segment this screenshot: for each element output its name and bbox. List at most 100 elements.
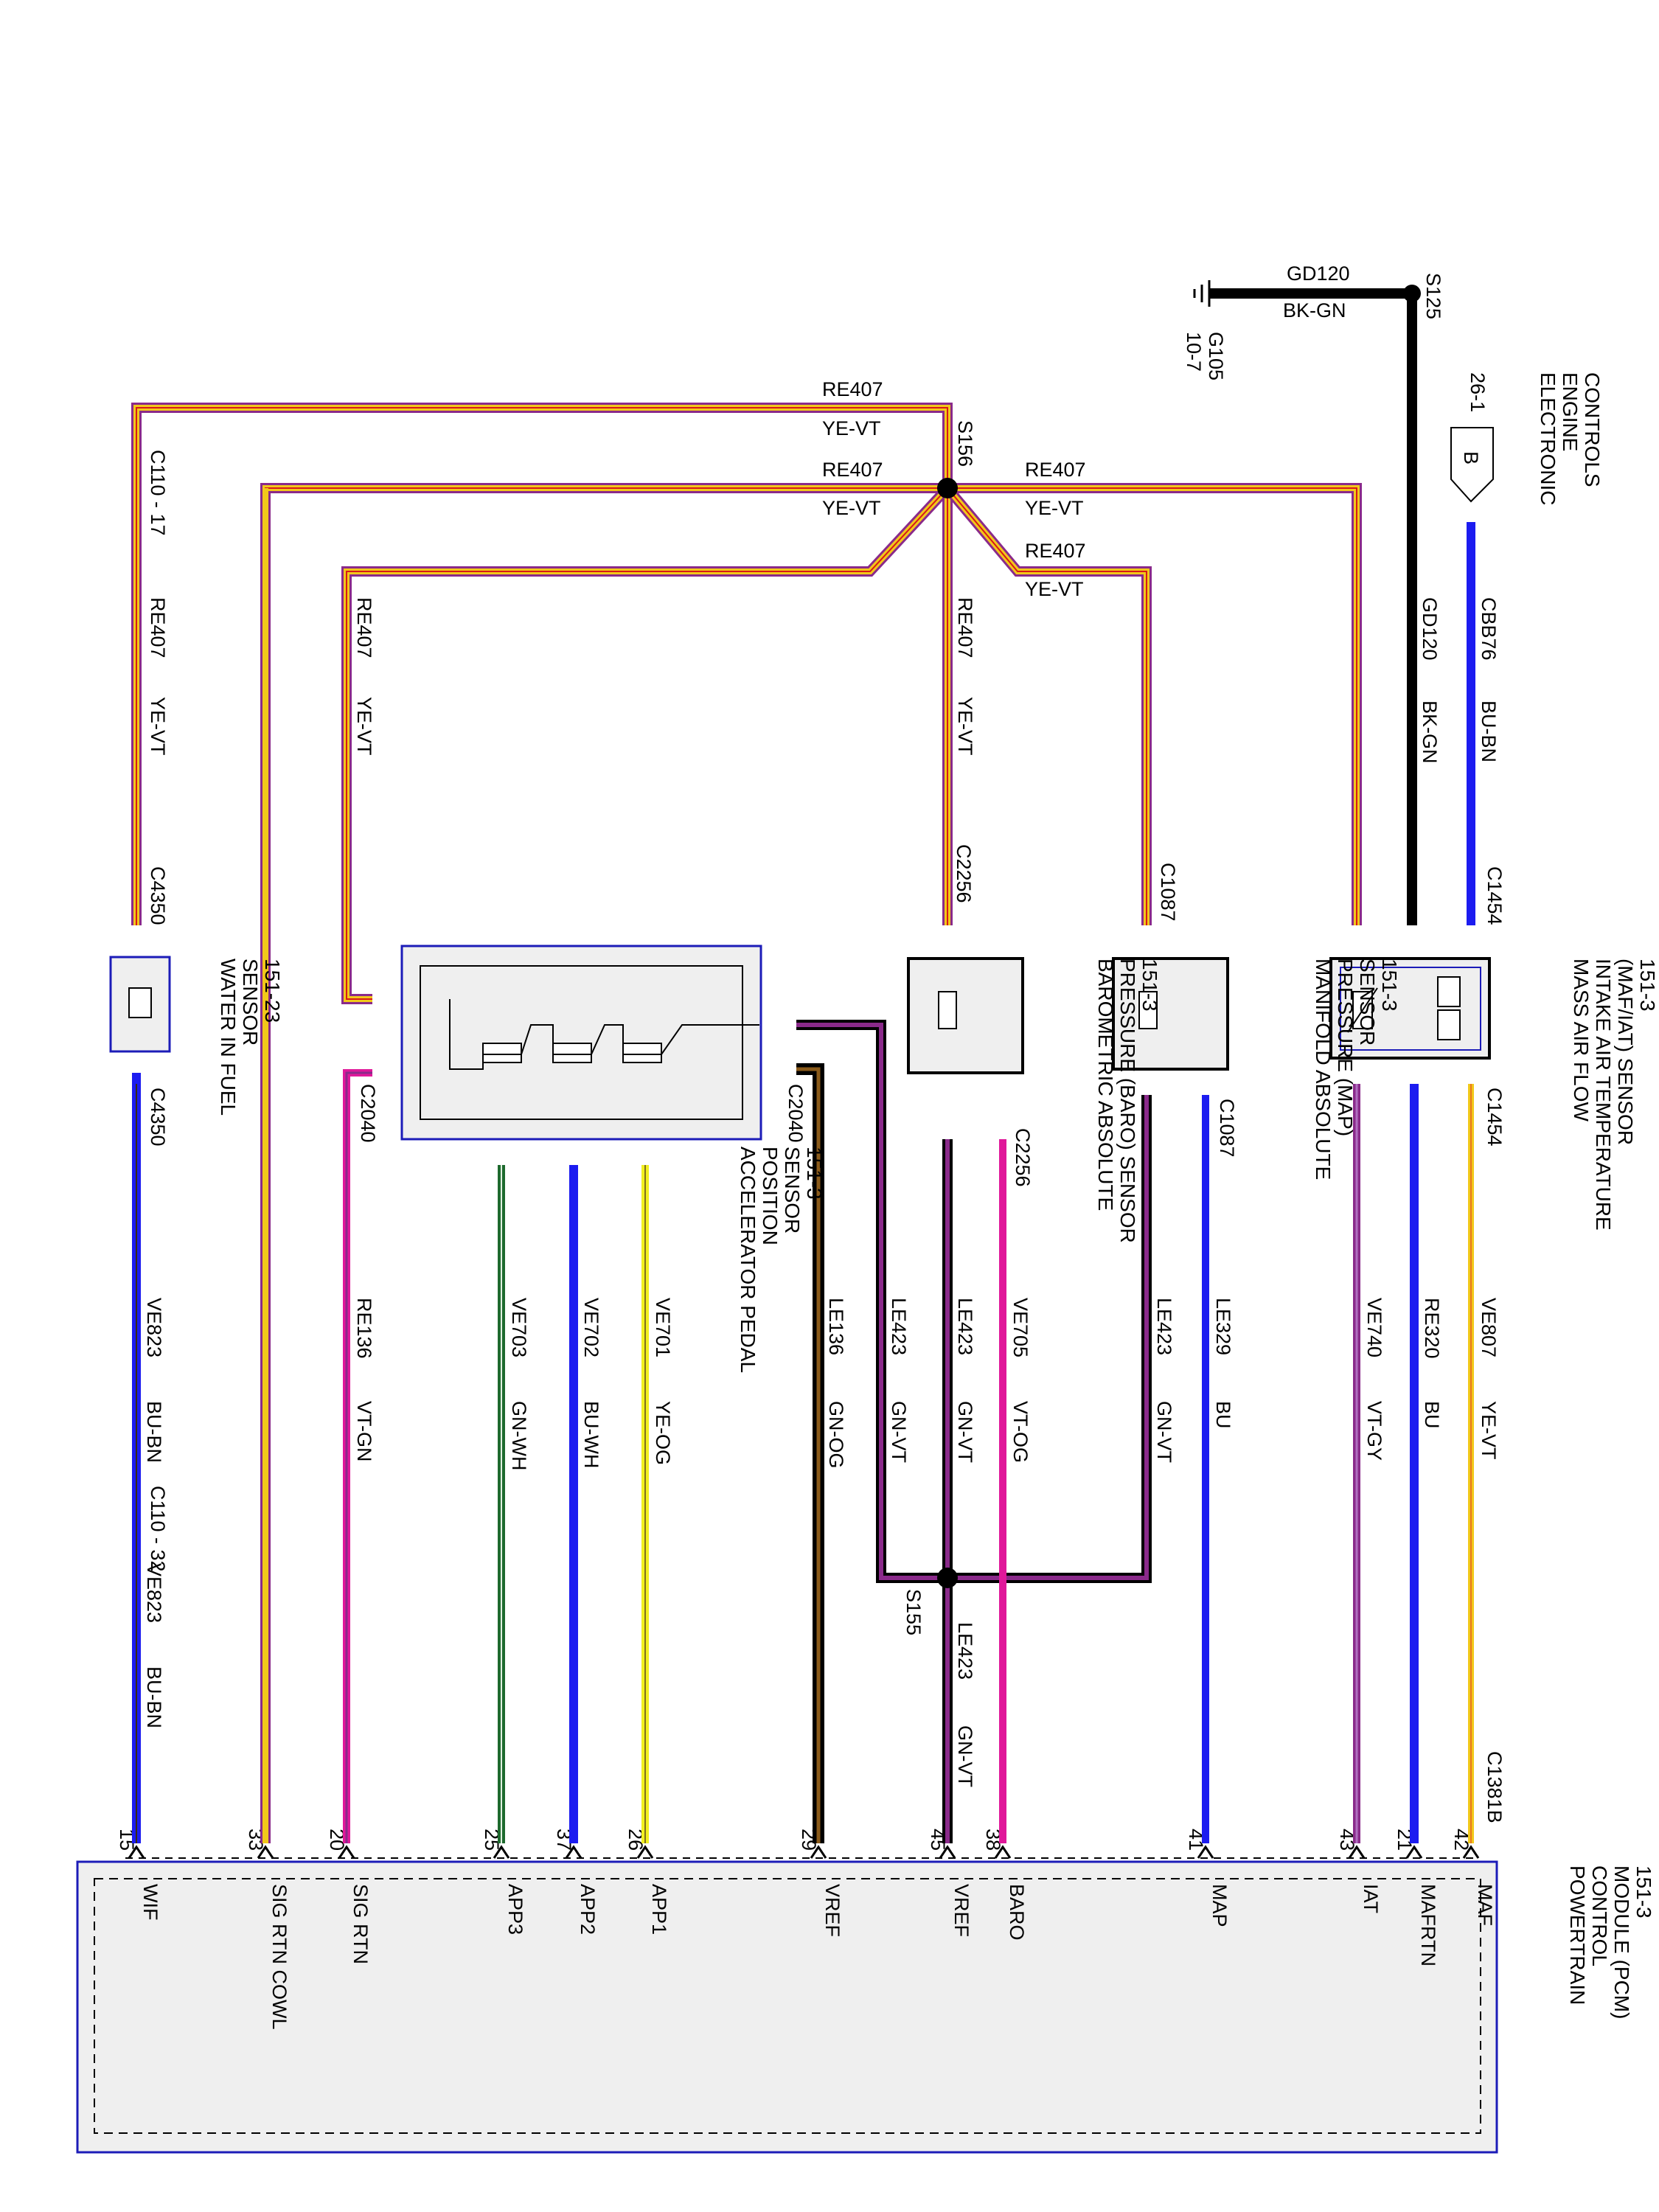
pin-26-arrow-icon (636, 1845, 654, 1859)
splice-s155-label: S155 (902, 1589, 925, 1635)
pin-20-signal: SIG RTN (349, 1884, 372, 1964)
pcm-title: POWERTRAIN CONTROL MODULE (PCM) 151-3 (1566, 1865, 1655, 2025)
pin-43-arrow-icon (1348, 1845, 1366, 1859)
maf-label: MASS AIR FLOW INTAKE AIR TEMPERATURE (MA… (1570, 959, 1659, 1237)
le423-app-color: GN-VT (888, 1401, 910, 1463)
pin-37-signal: APP2 (577, 1884, 599, 1935)
pcm-connector-label: C1381B (1484, 1751, 1506, 1823)
cbb76-color: BU-BN (1478, 700, 1500, 762)
le423-map-circuit: LE423 (1153, 1298, 1175, 1355)
re407-top-color: YE-VT (822, 417, 881, 439)
baro-label: BAROMETRIC ABSOLUTE PRESSURE (BARO) SENS… (1094, 959, 1161, 1249)
gd120-top-circuit: GD120 (1287, 262, 1350, 285)
le423-pcm-color: GN-VT (954, 1725, 976, 1787)
re407-map-circuit: RE407 (1025, 540, 1086, 562)
pin-29-arrow-icon (810, 1845, 827, 1859)
eec-letter: B (1460, 451, 1482, 465)
re320-color: BU (1421, 1401, 1443, 1429)
ve702-color: BU-WH (580, 1401, 602, 1468)
pin-41-signal: MAP (1208, 1884, 1231, 1927)
re407-right-color: YE-VT (1025, 497, 1084, 519)
re407-right-circuit: RE407 (1025, 459, 1086, 481)
le136-circuit: LE136 (825, 1298, 847, 1355)
baro-connector-bottom: C2256 (1012, 1128, 1034, 1187)
app-label: ACCELERATOR PEDAL POSITION SENSOR 151-3 (737, 1147, 826, 1378)
pin-41-arrow-icon (1197, 1845, 1214, 1859)
re320-circuit: RE320 (1421, 1298, 1443, 1359)
re407-mid-color: YE-VT (822, 497, 881, 519)
ground-ref: 10-7 (1183, 332, 1205, 372)
ve705-color: VT-OG (1009, 1401, 1032, 1463)
le423-app-circuit: LE423 (888, 1298, 910, 1355)
maf-connector-bottom: C1454 (1484, 1088, 1506, 1147)
pin-25-signal: APP3 (504, 1884, 526, 1935)
ve807-circuit: VE807 (1478, 1298, 1500, 1357)
re136-circuit: RE136 (353, 1298, 375, 1359)
pin-25-arrow-icon (493, 1845, 510, 1859)
ve740-circuit: VE740 (1363, 1298, 1385, 1357)
le329-color: BU (1212, 1401, 1234, 1429)
ve740-color: VT-GY (1363, 1401, 1385, 1461)
le329-circuit: LE329 (1212, 1298, 1234, 1355)
ve823-color: BU-BN (143, 1401, 165, 1463)
le423-map-color: GN-VT (1153, 1401, 1175, 1463)
pin-20-arrow-icon (338, 1845, 355, 1859)
re136-color: VT-GN (353, 1401, 375, 1462)
baro-connector-top: C2256 (953, 844, 975, 903)
re407-wif-color: YE-VT (147, 697, 169, 756)
ve823-lower-circuit: VE823 (143, 1563, 165, 1623)
wif-connector-bottom: C4350 (147, 1088, 169, 1147)
eec-ref: 26-1 (1467, 372, 1489, 412)
app-resistor-icons (449, 999, 759, 1070)
splice-s155 (937, 1568, 958, 1588)
ve701-circuit: VE701 (652, 1298, 674, 1357)
eec-connector-icon (1450, 427, 1494, 503)
map-connector-bottom: C1087 (1216, 1099, 1238, 1158)
pin-45-arrow-icon (939, 1845, 956, 1859)
pin-37-arrow-icon (565, 1845, 582, 1859)
gd120-vert-color: BK-GN (1419, 700, 1441, 764)
re407-top-circuit: RE407 (822, 378, 883, 400)
splice-s156 (937, 478, 958, 498)
splice-s156-label: S156 (954, 420, 976, 467)
pin-21-signal: MAFRTN (1417, 1884, 1439, 1966)
pin-29-signal: VREF (821, 1884, 844, 1937)
map-resistor-icon (1138, 991, 1158, 1029)
ve807-color: YE-VT (1478, 1401, 1500, 1460)
pin-42-signal: MAF (1474, 1884, 1496, 1926)
app-connector-right: C2040 (785, 1084, 807, 1143)
ve702-circuit: VE702 (580, 1298, 602, 1357)
baro-resistor-icon (938, 991, 957, 1029)
gd120-top-color: BK-GN (1283, 299, 1346, 321)
ground-symbol-icon (1193, 280, 1211, 307)
re407-wif-circuit: RE407 (147, 597, 169, 658)
wif-label: WATER IN FUEL SENSOR 151-23 (217, 959, 284, 1121)
ve701-color: YE-OG (652, 1401, 674, 1465)
pin-43-signal: IAT (1360, 1884, 1382, 1913)
eec-label: ELECTRONIC ENGINE CONTROLS (1537, 372, 1604, 511)
re407-map-color: YE-VT (1025, 578, 1084, 600)
inline-c110-32: C110 - 32 (147, 1486, 169, 1572)
maf-connector-top: C1454 (1484, 866, 1506, 925)
gd120-vert-circuit: GD120 (1419, 597, 1441, 661)
pin-42-arrow-icon (1462, 1845, 1480, 1859)
ve823-circuit: VE823 (143, 1298, 165, 1357)
re407-mid-circuit: RE407 (822, 459, 883, 481)
pin-33-signal: SIG RTN COWL (268, 1884, 291, 2030)
cbb76-circuit: CBB76 (1478, 597, 1500, 661)
map-sensor-box (1112, 957, 1229, 1071)
splice-s125-label: S125 (1422, 273, 1444, 319)
re407-baro-circuit: RE407 (954, 597, 976, 658)
ve823-lower-color: BU-BN (143, 1666, 165, 1728)
le423-baro-color: GN-VT (954, 1401, 976, 1463)
le136-color: GN-OG (825, 1401, 847, 1469)
inline-c110-17: C110 - 17 (147, 450, 169, 536)
pcm-module-box (76, 1860, 1498, 2154)
splice-s125 (1403, 285, 1421, 302)
maf-sensor-icon (1347, 976, 1461, 1040)
pcm-pins: 42MAF21MAFRTN43IAT41MAP38BARO45VREF29VRE… (116, 1829, 1496, 2030)
baro-sensor-box (907, 957, 1024, 1074)
pcm-module-inner (94, 1878, 1481, 2134)
pin-15-arrow-icon (128, 1845, 145, 1859)
